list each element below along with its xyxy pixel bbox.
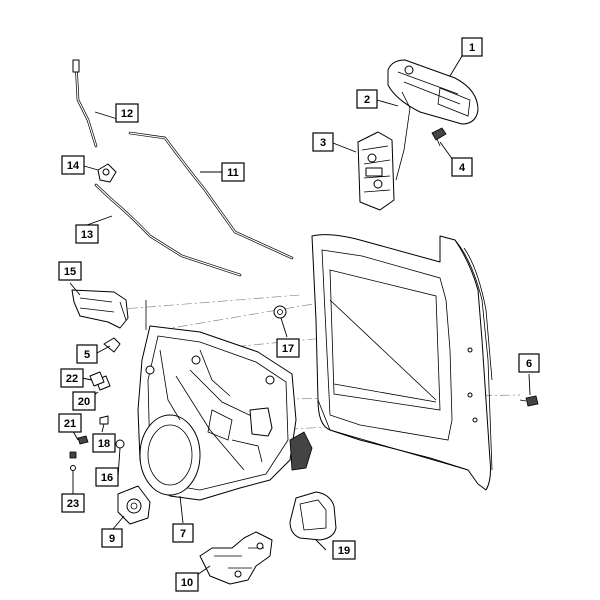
fastener-6: [519, 395, 539, 407]
callout-11: 11: [221, 162, 245, 182]
svg-text:14: 14: [67, 160, 80, 172]
callout-3: 3: [312, 132, 334, 152]
callout-10: 10: [175, 572, 199, 592]
callout-12: 12: [115, 103, 139, 123]
door-module-carrier: [137, 300, 313, 501]
callout-19: 19: [332, 540, 356, 560]
outside-door-handle: [387, 59, 479, 125]
svg-text:3: 3: [320, 137, 326, 149]
window-motor: [117, 485, 151, 525]
callout-2: 2: [356, 89, 378, 109]
callout-22: 22: [60, 368, 84, 388]
callout-4: 4: [451, 157, 473, 177]
fastener-16: [115, 439, 125, 449]
callout-20: 20: [72, 391, 96, 411]
svg-text:10: 10: [181, 577, 193, 589]
lock-rod-long: [128, 131, 294, 260]
callout-5: 5: [76, 344, 98, 364]
fastener-23: [69, 451, 77, 471]
handle-screw: [431, 127, 447, 147]
callout-13: 13: [75, 224, 99, 244]
lock-rod-upper: [72, 59, 98, 148]
svg-text:19: 19: [338, 545, 350, 557]
svg-text:15: 15: [64, 266, 76, 278]
svg-text:22: 22: [66, 373, 78, 385]
svg-text:21: 21: [64, 418, 76, 430]
svg-text:16: 16: [101, 472, 113, 484]
svg-text:18: 18: [98, 438, 110, 450]
svg-text:1: 1: [469, 42, 475, 54]
handle-rod: [395, 91, 411, 181]
callout-18: 18: [92, 433, 116, 453]
callout-23: 23: [61, 493, 85, 513]
svg-text:13: 13: [81, 229, 93, 241]
svg-text:6: 6: [526, 358, 532, 370]
svg-text:12: 12: [121, 108, 133, 120]
svg-text:7: 7: [180, 528, 186, 540]
svg-text:17: 17: [282, 343, 294, 355]
inside-door-handle: [71, 289, 129, 329]
lower-bracket: [199, 531, 273, 585]
callout-17: 17: [276, 338, 300, 358]
callout-7: 7: [172, 523, 194, 543]
svg-text:23: 23: [67, 498, 79, 510]
fastener-22: [89, 371, 105, 387]
callout-1: 1: [461, 37, 483, 57]
svg-text:2: 2: [364, 94, 370, 106]
svg-text:5: 5: [84, 349, 90, 361]
door-shell: [311, 234, 493, 491]
callout-15: 15: [58, 261, 82, 281]
fastener-18: [99, 415, 109, 425]
lock-rod-lower: [94, 183, 242, 277]
svg-text:20: 20: [78, 396, 90, 408]
callout-21: 21: [58, 413, 82, 433]
svg-text:9: 9: [109, 533, 115, 545]
callout-9: 9: [101, 528, 123, 548]
callout-16: 16: [95, 467, 119, 487]
svg-text:11: 11: [227, 167, 239, 179]
grommet-17: [273, 305, 287, 319]
access-hole-seal: [289, 491, 337, 541]
callout-6: 6: [518, 353, 540, 373]
fastener-5: [103, 337, 121, 353]
rod-clip: [97, 163, 117, 183]
callout-14: 14: [61, 155, 85, 175]
door-latch: [357, 131, 395, 211]
fastener-21: [77, 435, 89, 445]
svg-text:4: 4: [459, 162, 466, 174]
